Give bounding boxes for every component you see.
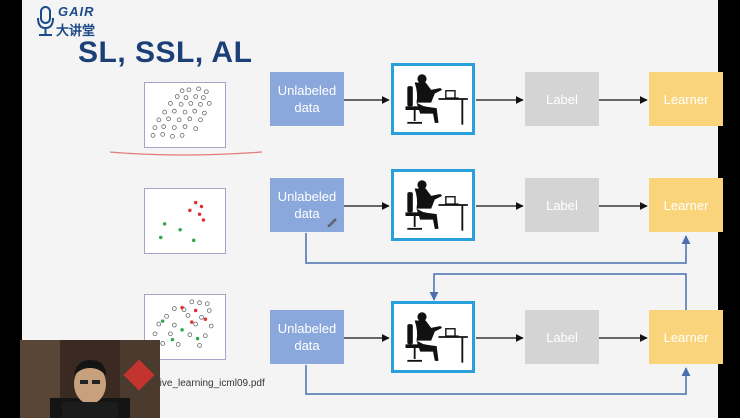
label-box-1: Label (525, 72, 599, 126)
learner-box-3: Learner (649, 310, 723, 364)
gair-logo: GAIR 大讲堂 (34, 4, 114, 39)
speaker-webcam-overlay (20, 340, 160, 418)
reference-footnote: g/active_learning_icml09.pdf (138, 378, 265, 389)
learner-box-1: Learner (649, 72, 723, 126)
cursor-icon (327, 218, 337, 227)
unlabeled-data-box-1: Unlabeled data (270, 72, 344, 126)
person-at-computer-icon (405, 180, 468, 231)
scatter-plot-active (144, 294, 226, 360)
person-at-computer-icon (405, 312, 468, 363)
scatter-plot-unlabeled (144, 82, 226, 148)
person-at-computer-icon (405, 74, 468, 125)
scatter-plot-labeled (144, 188, 226, 254)
annotator-box-2 (391, 169, 475, 241)
label-box-3: Label (525, 310, 599, 364)
microphone-logo-icon (37, 6, 54, 36)
annotator-box-1 (391, 63, 475, 135)
annotator-box-3 (391, 301, 475, 373)
logo-chinese-text: 大讲堂 (56, 24, 96, 39)
logo-brand-text: GAIR (58, 4, 95, 19)
unlabeled-data-box-3: Unlabeled data (270, 310, 344, 364)
learner-box-2: Learner (649, 178, 723, 232)
label-box-2: Label (525, 178, 599, 232)
slide-title: SL, SSL, AL (78, 36, 253, 69)
